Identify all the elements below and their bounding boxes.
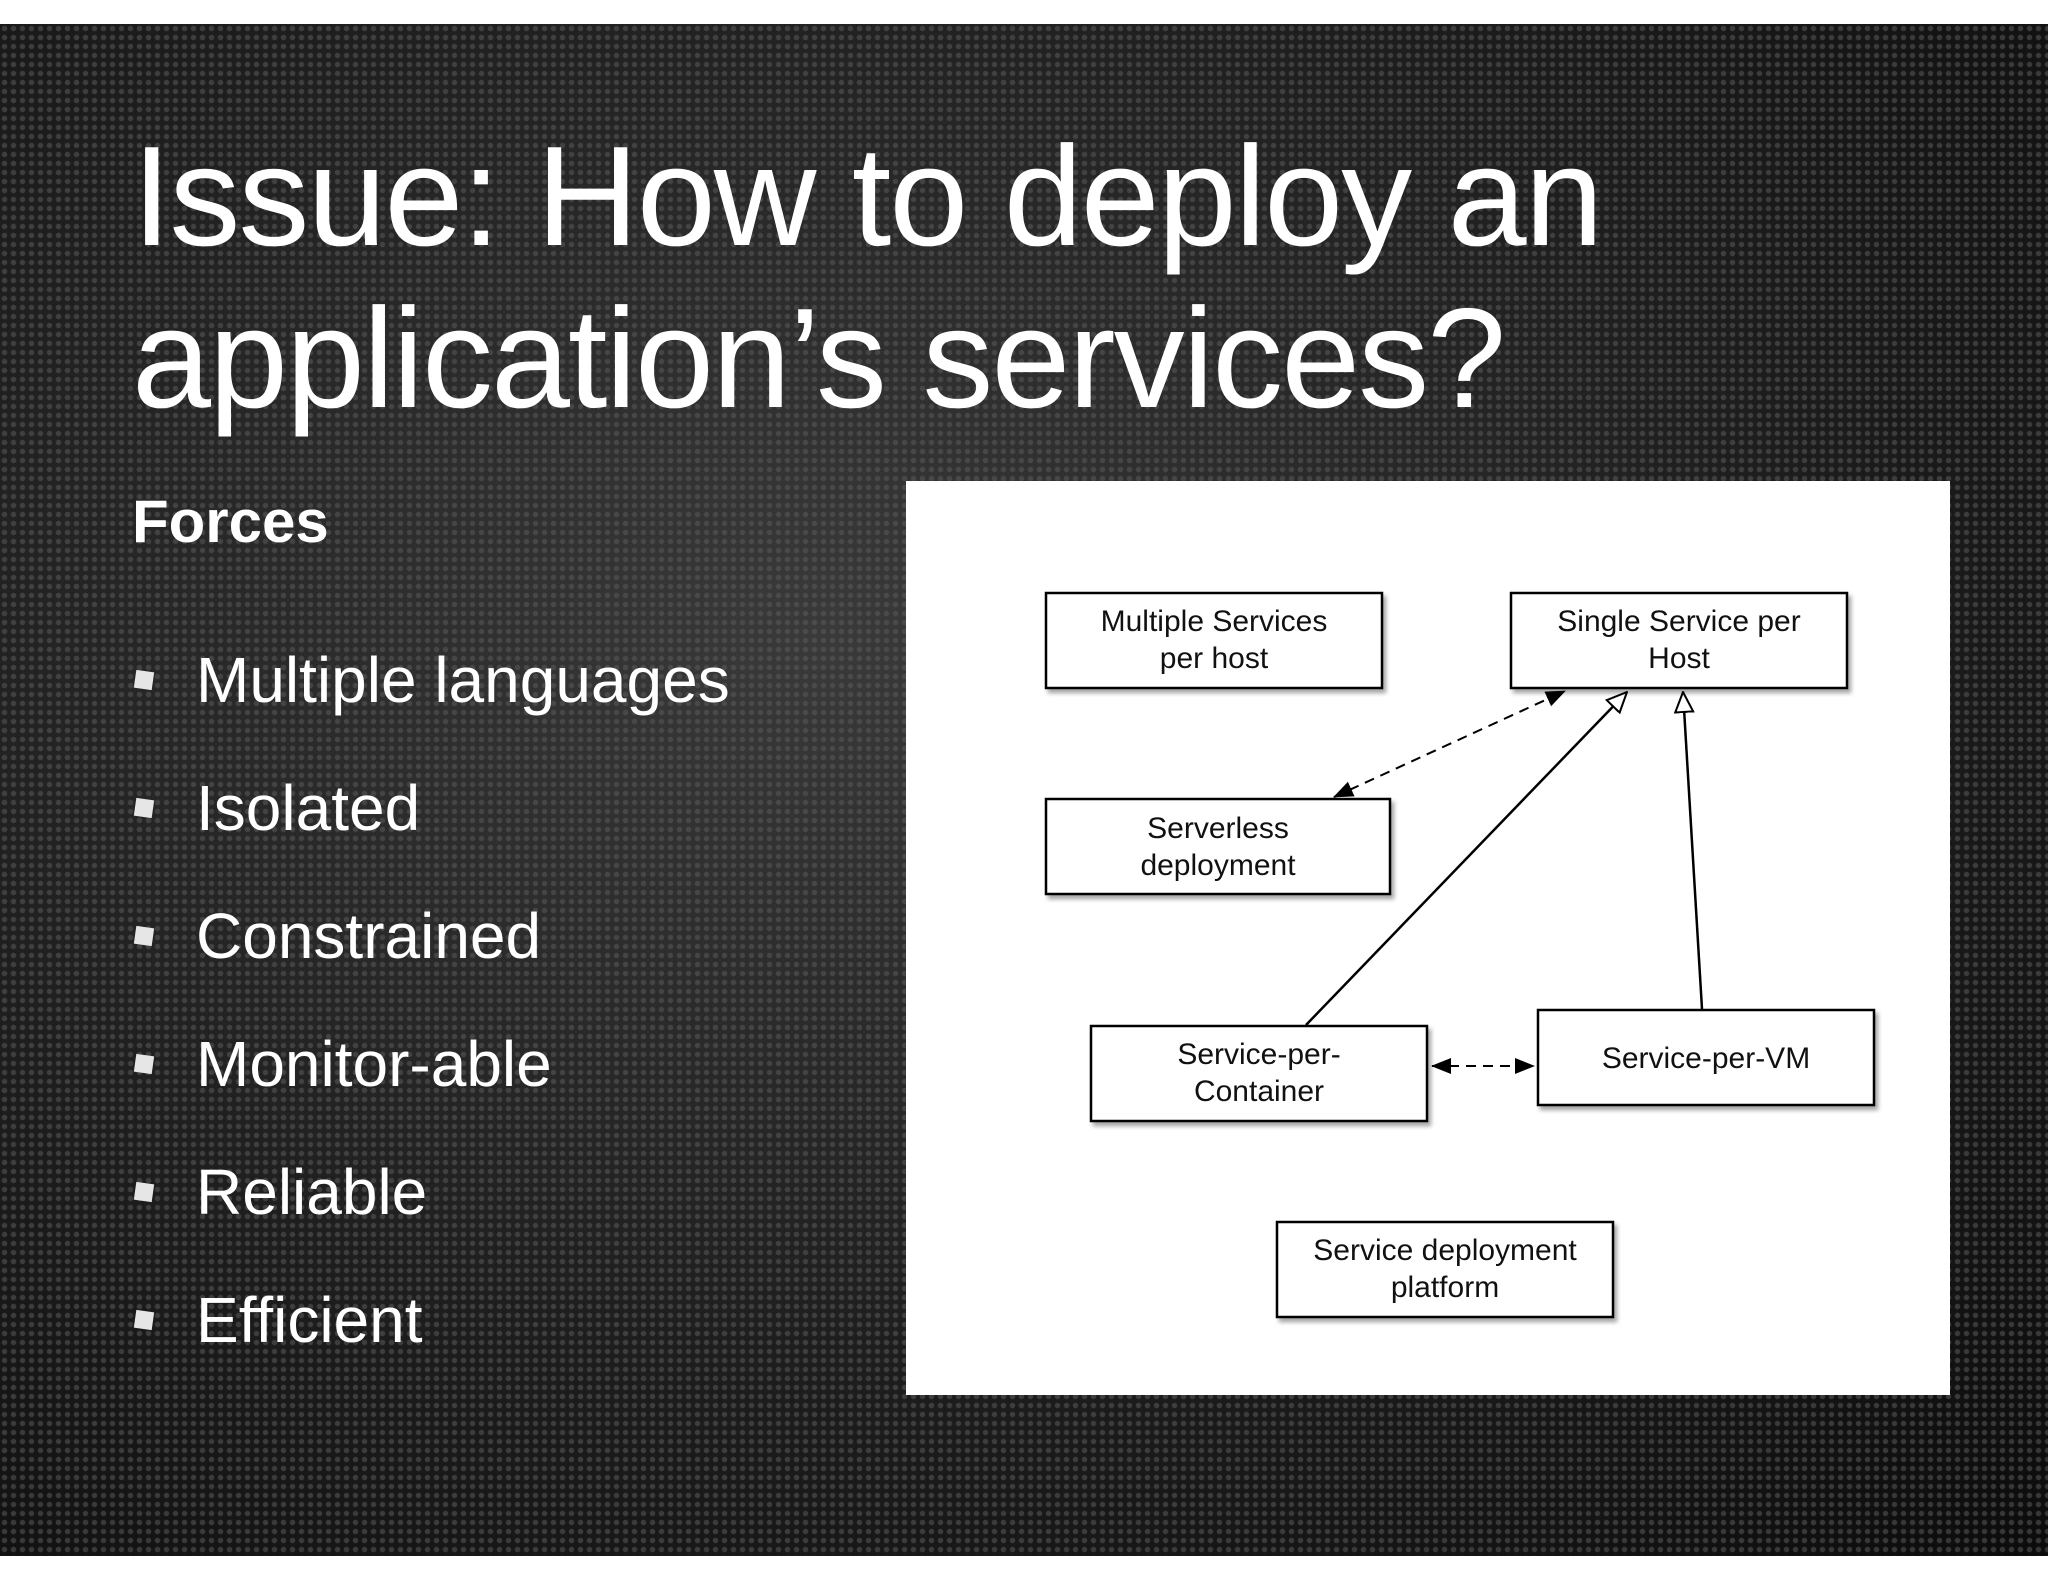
edge-serverless-single-service xyxy=(1333,690,1566,798)
edge-container-single-service xyxy=(1305,692,1627,1026)
forces-heading: Forces xyxy=(132,488,329,555)
node-label: Container xyxy=(1194,1075,1324,1108)
forces-list-item-text: Efficient xyxy=(196,1284,423,1356)
node-label: Serverless xyxy=(1147,812,1289,845)
node-label: Service-per- xyxy=(1177,1038,1340,1071)
slide: Issue: How to deploy an application’s se… xyxy=(0,24,2048,1556)
bullet-icon xyxy=(133,925,155,947)
forces-list-item: Efficient xyxy=(132,1256,730,1384)
node-label: platform xyxy=(1391,1271,1499,1304)
forces-list: Multiple languages Isolated Constrained … xyxy=(132,616,730,1384)
bullet-icon xyxy=(133,797,155,819)
forces-list-item-text: Isolated xyxy=(196,772,421,844)
slide-title-line-2: application’s services? xyxy=(132,279,1506,438)
node-label: Host xyxy=(1648,642,1710,675)
node-service-per-vm: Service-per-VM xyxy=(1536,1008,1876,1107)
node-label: deployment xyxy=(1140,849,1296,882)
node-label: per host xyxy=(1160,642,1269,675)
slide-title-line-1: Issue: How to deploy an xyxy=(132,117,1604,276)
forces-list-item: Reliable xyxy=(132,1128,730,1256)
forces-list-item-text: Constrained xyxy=(196,900,542,972)
node-label: Single Service per xyxy=(1557,605,1800,638)
bullet-icon xyxy=(133,1309,155,1331)
forces-list-item-text: Reliable xyxy=(196,1156,428,1228)
node-label: Multiple Services xyxy=(1101,605,1328,638)
node-label: Service-per-VM xyxy=(1602,1042,1810,1075)
node-service-deployment-platform: Service deployment platform xyxy=(1275,1220,1615,1319)
forces-list-item: Multiple languages xyxy=(132,616,730,744)
forces-list-item: Constrained xyxy=(132,872,730,1000)
diagram-canvas: Multiple Services per host Single Servic… xyxy=(1044,591,1876,1319)
forces-list-item-text: Monitor-able xyxy=(196,1028,552,1100)
node-service-per-container: Service-per- Container xyxy=(1089,1024,1429,1123)
slide-title: Issue: How to deploy an application’s se… xyxy=(132,116,1604,440)
node-multiple-services-per-host: Multiple Services per host xyxy=(1044,591,1384,690)
bullet-icon xyxy=(133,669,155,691)
edge-vm-single-service xyxy=(1683,692,1704,1010)
node-label: Service deployment xyxy=(1313,1234,1577,1267)
deployment-patterns-diagram: Multiple Services per host Single Servic… xyxy=(906,481,1950,1395)
forces-list-item-text: Multiple languages xyxy=(196,644,730,716)
node-single-service-per-host: Single Service per Host xyxy=(1509,591,1849,690)
forces-list-item: Isolated xyxy=(132,744,730,872)
bullet-icon xyxy=(133,1053,155,1075)
forces-list-item: Monitor-able xyxy=(132,1000,730,1128)
bullet-icon xyxy=(133,1181,155,1203)
node-serverless-deployment: Serverless deployment xyxy=(1044,797,1392,896)
